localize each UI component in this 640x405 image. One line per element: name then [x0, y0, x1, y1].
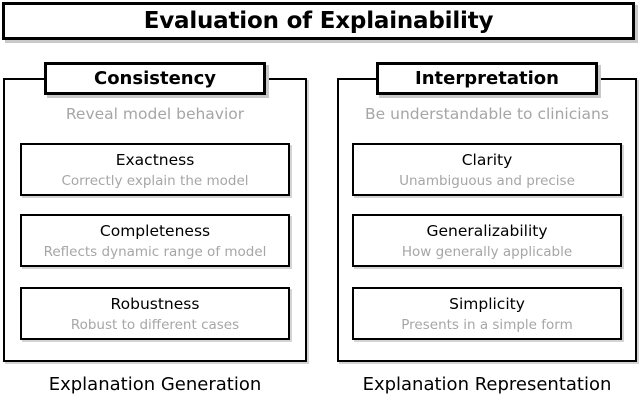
consistency-header-box: Consistency [44, 62, 266, 95]
exactness-box: Exactness Correctly explain the model [20, 143, 290, 196]
interpretation-column: Interpretation Be understandable to clin… [337, 0, 637, 405]
generalizability-label: Generalizability [426, 221, 548, 240]
clarity-box: Clarity Unambiguous and precise [352, 143, 622, 196]
simplicity-box: Simplicity Presents in a simple form [352, 287, 622, 340]
clarity-label: Clarity [461, 150, 513, 169]
robustness-description: Robust to different cases [70, 316, 240, 333]
interpretation-subtitle: Be understandable to clinicians [365, 105, 609, 123]
completeness-box: Completeness Reflects dynamic range of m… [20, 214, 290, 267]
consistency-subtitle: Reveal model behavior [65, 105, 245, 123]
simplicity-label: Simplicity [449, 294, 525, 313]
interpretation-header-label: Interpretation [415, 68, 559, 89]
consistency-header-label: Consistency [93, 68, 217, 89]
generalizability-description: How generally applicable [401, 243, 573, 260]
generalizability-box: Generalizability How generally applicabl… [352, 214, 622, 267]
interpretation-header-box: Interpretation [376, 62, 598, 95]
exactness-description: Correctly explain the model [61, 172, 249, 189]
exactness-label: Exactness [115, 150, 195, 169]
title-box: Evaluation of Explainability [2, 2, 635, 40]
robustness-box: Robustness Robust to different cases [20, 287, 290, 340]
simplicity-description: Presents in a simple form [401, 316, 573, 333]
diagram-title: Evaluation of Explainability [143, 8, 494, 34]
completeness-label: Completeness [99, 221, 211, 240]
explanation-representation-caption: Explanation Representation [362, 374, 612, 395]
explanation-generation-caption: Explanation Generation [48, 374, 262, 395]
consistency-column: Consistency Reveal model behavior Exactn… [3, 0, 307, 405]
clarity-description: Unambiguous and precise [399, 172, 575, 189]
completeness-description: Reflects dynamic range of model [43, 243, 267, 260]
robustness-label: Robustness [110, 294, 200, 313]
